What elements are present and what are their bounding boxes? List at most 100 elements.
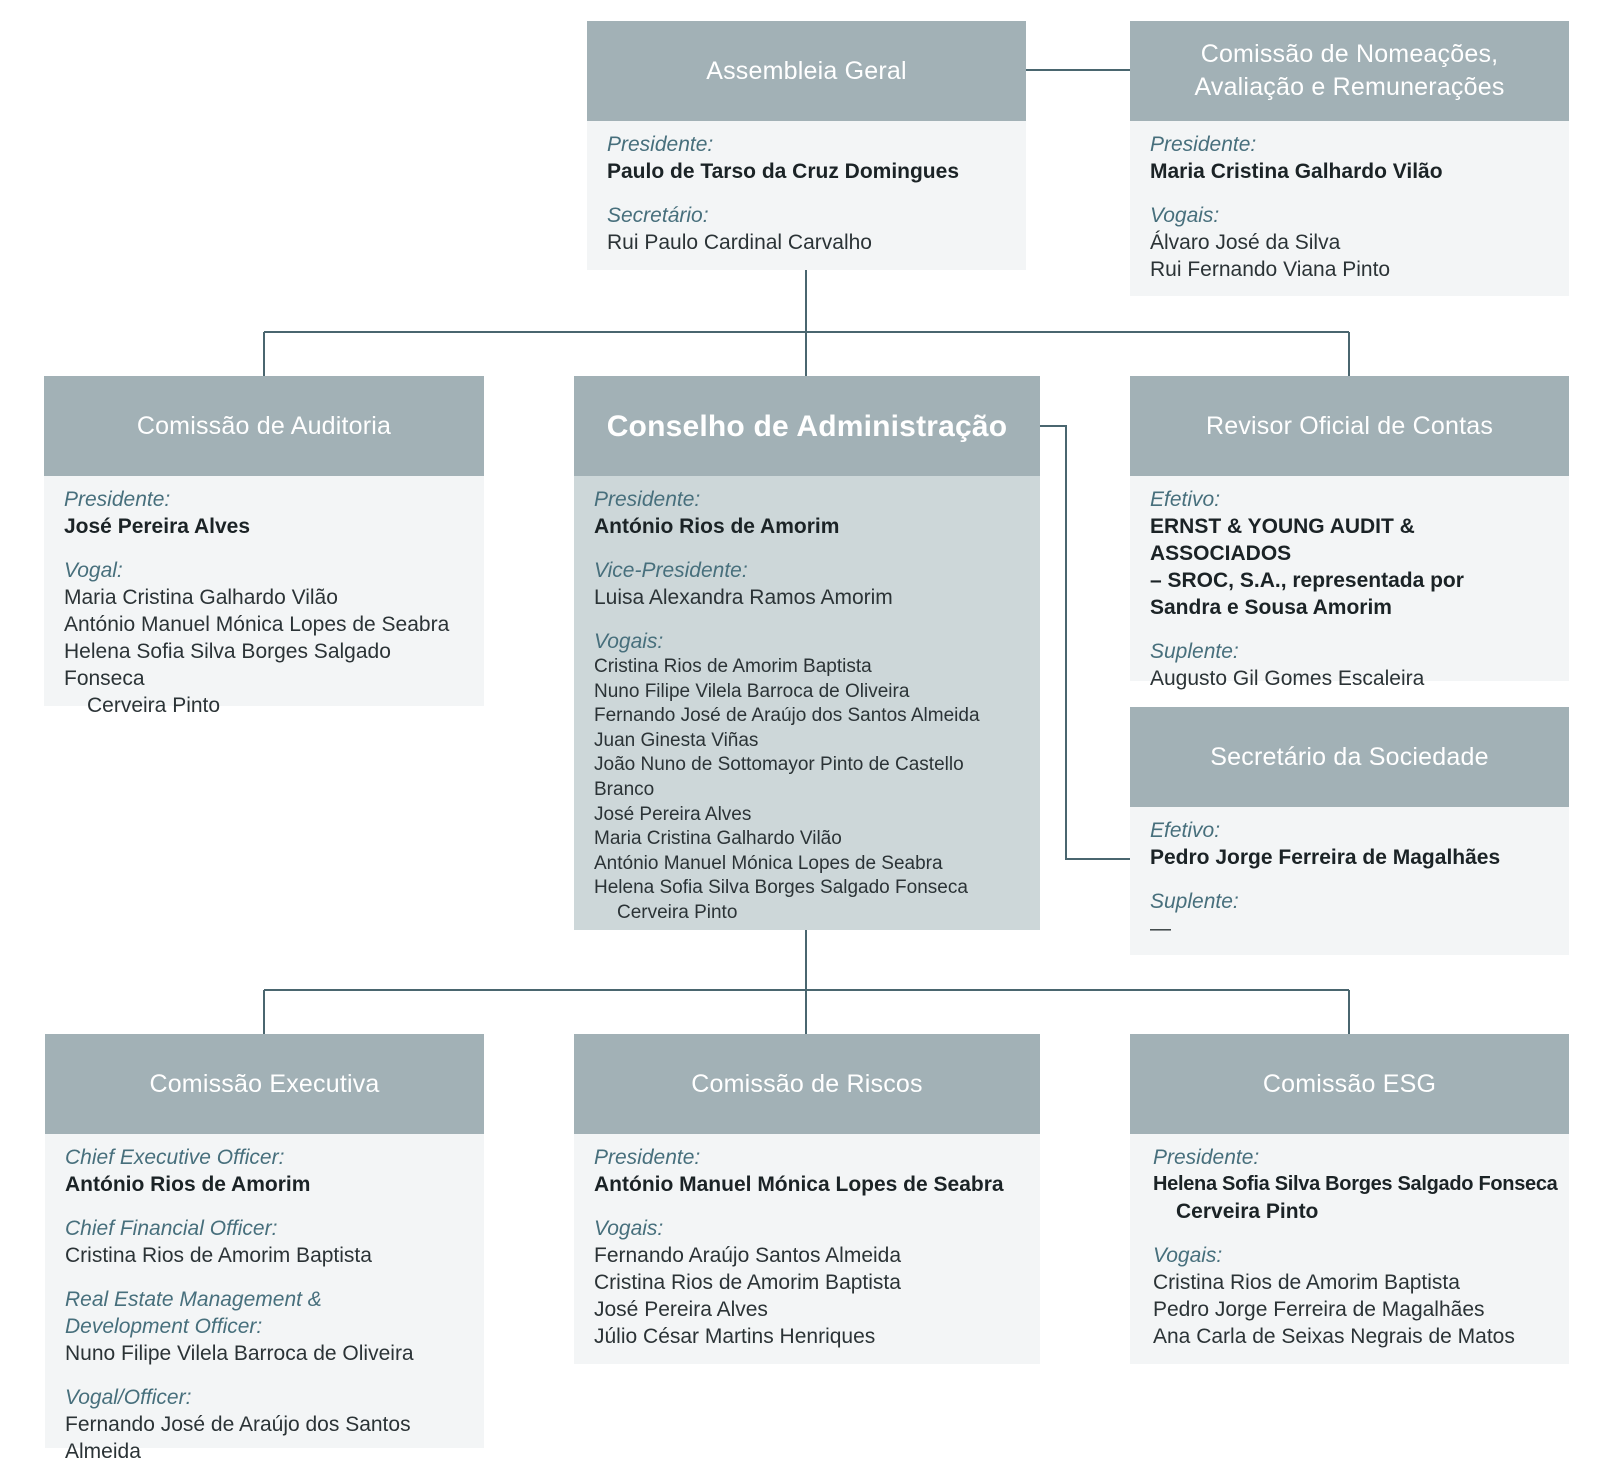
member-name: Ana Carla de Seixas Negrais de Matos (1153, 1325, 1515, 1348)
member-name: Júlio César Martins Henriques (594, 1325, 876, 1348)
member-name: Rui Paulo Cardinal Carvalho (607, 231, 872, 254)
member-name: Pedro Jorge Ferreira de Magalhães (1150, 846, 1501, 869)
role-label: Efetivo: (1150, 488, 1221, 511)
names-block: António Manuel Mónica Lopes de Seabra (594, 1171, 1020, 1198)
member-name: José Pereira Alves (64, 515, 251, 538)
role-label: Vice-Presidente: (594, 559, 748, 582)
role-section: Presidente: António Manuel Mónica Lopes … (594, 1144, 1020, 1198)
role-section: Vogais: Álvaro José da Silva Rui Fernand… (1150, 202, 1549, 283)
box-title: Comissão ESG (1130, 1034, 1569, 1134)
role-section: Presidente: Paulo de Tarso da Cruz Domin… (607, 131, 1006, 185)
names-block: Pedro Jorge Ferreira de Magalhães (1150, 844, 1549, 871)
box-body: Chief Executive Officer: António Rios de… (45, 1134, 484, 1463)
box-body: Presidente: Helena Sofia Silva Borges Sa… (1130, 1134, 1569, 1364)
member-name: Pedro Jorge Ferreira de Magalhães (1153, 1298, 1485, 1321)
names-block: Cristina Rios de Amorim Baptista Pedro J… (1153, 1269, 1559, 1350)
role-label: Presidente: (594, 1146, 701, 1169)
member-name: José Pereira Alves (594, 803, 752, 825)
role-label: Efetivo: (1150, 819, 1221, 842)
member-name: Helena Sofia Silva Borges Salgado Fonsec… (64, 640, 391, 690)
member-name: António Manuel Mónica Lopes de Seabra (594, 852, 943, 874)
member-name: Nuno Filipe Vilela Barroca de Oliveira (594, 680, 910, 702)
member-name: Fernando José de Araújo dos Santos Almei… (594, 705, 980, 727)
role-label: Real Estate Management & Development Off… (65, 1288, 322, 1338)
member-name: Cerveira Pinto (617, 901, 738, 923)
box-body: Presidente: António Manuel Mónica Lopes … (574, 1134, 1040, 1364)
member-name: António Rios de Amorim (65, 1173, 311, 1196)
names-block: Rui Paulo Cardinal Carvalho (607, 229, 1006, 256)
role-section: Presidente: Maria Cristina Galhardo Vilã… (1150, 131, 1549, 185)
member-name: Helena Sofia Silva Borges Salgado Fonsec… (594, 877, 968, 899)
names-block: António Rios de Amorim (594, 513, 1020, 540)
role-label: Vogais: (594, 1217, 664, 1240)
member-name: Cristina Rios de Amorim Baptista (65, 1244, 372, 1267)
member-name: Álvaro José da Silva (1150, 231, 1341, 254)
role-section: Vogal: Maria Cristina Galhardo Vilão Ant… (64, 557, 464, 719)
names-block: Fernando Araújo Santos Almeida Cristina … (594, 1242, 1020, 1350)
role-section: Chief Financial Officer: Cristina Rios d… (65, 1215, 464, 1269)
member-name: Sandra e Sousa Amorim (1150, 596, 1392, 619)
role-section: Secretário: Rui Paulo Cardinal Carvalho (607, 202, 1006, 256)
role-section: Vogais: Cristina Rios de Amorim Baptista… (594, 628, 1020, 926)
role-label: Secretário: (607, 204, 709, 227)
box-title: Comissão de Riscos (574, 1034, 1040, 1134)
member-name: Nuno Filipe Vilela Barroca de Oliveira (65, 1342, 414, 1365)
box-comissao-esg: Comissão ESG Presidente: Helena Sofia Si… (1130, 1034, 1569, 1364)
role-section: Vogais: Fernando Araújo Santos Almeida C… (594, 1215, 1020, 1350)
member-name: Augusto Gil Gomes Escaleira (1150, 667, 1425, 690)
role-section: Presidente: José Pereira Alves (64, 486, 464, 540)
role-label: Suplente: (1150, 890, 1239, 913)
role-section: Real Estate Management & Development Off… (65, 1286, 464, 1367)
box-title: Revisor Oficial de Contas (1130, 376, 1569, 476)
member-name: José Pereira Alves (594, 1298, 768, 1321)
member-name: Helena Sofia Silva Borges Salgado Fonsec… (1153, 1173, 1558, 1195)
member-name: Maria Cristina Galhardo Vilão (64, 586, 338, 609)
role-label: Presidente: (607, 133, 714, 156)
member-name: ERNST & YOUNG AUDIT & ASSOCIADOS (1150, 515, 1415, 565)
box-revisor-oficial: Revisor Oficial de Contas Efetivo: ERNST… (1130, 376, 1569, 690)
box-comissao-auditoria: Comissão de Auditoria Presidente: José P… (44, 376, 484, 717)
box-body: Presidente: Maria Cristina Galhardo Vilã… (1130, 121, 1569, 296)
box-assembleia-geral: Assembleia Geral Presidente: Paulo de Ta… (587, 21, 1026, 270)
role-label: Presidente: (1153, 1146, 1260, 1169)
connector-ca-secretario (1040, 425, 1130, 860)
role-section: Suplente: Augusto Gil Gomes Escaleira (1150, 638, 1549, 692)
member-name: Cristina Rios de Amorim Baptista (594, 656, 872, 677)
member-name: Paulo de Tarso da Cruz Domingues (607, 160, 959, 183)
member-name: António Rios de Amorim (594, 515, 840, 538)
role-section: Presidente: Helena Sofia Silva Borges Sa… (1153, 1144, 1559, 1225)
box-title: Comissão Executiva (45, 1034, 484, 1134)
role-label: Presidente: (64, 488, 171, 511)
names-block: Augusto Gil Gomes Escaleira (1150, 665, 1549, 692)
names-block: Álvaro José da Silva Rui Fernando Viana … (1150, 229, 1549, 283)
role-label: Vogal: (64, 559, 123, 582)
role-section: Chief Executive Officer: António Rios de… (65, 1144, 464, 1198)
names-block: Maria Cristina Galhardo Vilão António Ma… (64, 584, 464, 719)
member-name: António Manuel Mónica Lopes de Seabra (594, 1173, 1004, 1196)
role-section: Vice-Presidente: Luisa Alexandra Ramos A… (594, 557, 1020, 611)
member-name: Cerveira Pinto (1176, 1200, 1319, 1223)
box-comissao-executiva: Comissão Executiva Chief Executive Offic… (45, 1034, 484, 1463)
member-name: Cristina Rios de Amorim Baptista (1153, 1271, 1460, 1294)
member-name: Luisa Alexandra Ramos Amorim (594, 586, 893, 609)
names-block: ERNST & YOUNG AUDIT & ASSOCIADOS – SROC,… (1150, 513, 1549, 621)
member-name: Maria Cristina Galhardo Vilão (1150, 160, 1443, 183)
member-name: Juan Ginesta Viñas (594, 729, 759, 751)
member-name: — (1150, 917, 1171, 940)
role-section: Efetivo: ERNST & YOUNG AUDIT & ASSOCIADO… (1150, 486, 1549, 621)
member-name: António Manuel Mónica Lopes de Seabra (64, 613, 450, 636)
names-block: Cristina Rios de Amorim Baptista (65, 1242, 464, 1269)
names-block: António Rios de Amorim (65, 1171, 464, 1198)
names-block: Paulo de Tarso da Cruz Domingues (607, 158, 1006, 185)
role-section: Suplente: — (1150, 888, 1549, 942)
member-name: Fernando Araújo Santos Almeida (594, 1244, 902, 1267)
role-label: Vogal/Officer: (65, 1386, 192, 1409)
role-label: Vogais: (1150, 204, 1220, 227)
role-label: Vogais: (1153, 1244, 1223, 1267)
box-title: Comissão de Auditoria (44, 376, 484, 476)
names-block: Fernando José de Araújo dos Santos Almei… (65, 1411, 464, 1465)
box-title: Secretário da Sociedade (1130, 707, 1569, 807)
box-secretario-sociedade: Secretário da Sociedade Efetivo: Pedro J… (1130, 707, 1569, 955)
role-label: Presidente: (1150, 133, 1257, 156)
member-name: João Nuno de Sottomayor Pinto de Castell… (594, 754, 964, 800)
